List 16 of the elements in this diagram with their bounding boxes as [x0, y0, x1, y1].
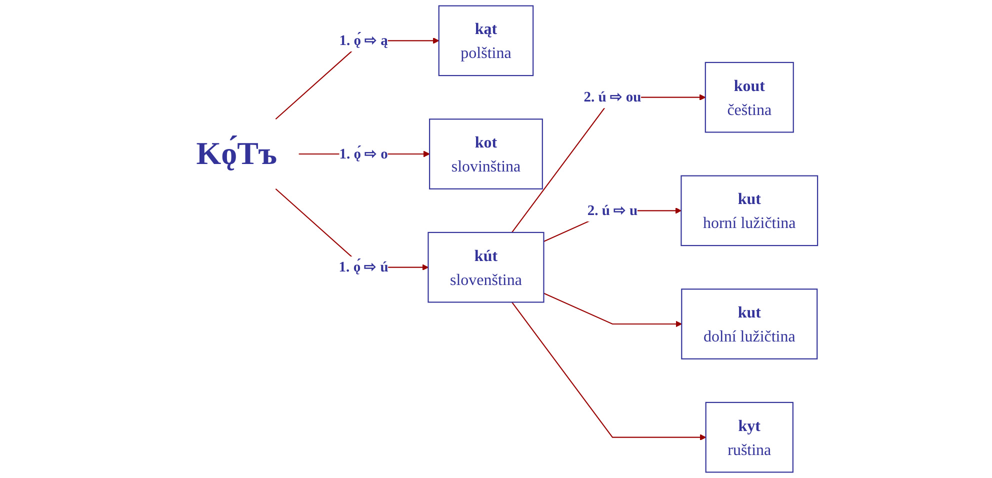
- arrow: [512, 302, 706, 441]
- node-text: Kǫ́Tъ: [196, 136, 278, 172]
- node-box: kut horní lužičtina: [680, 175, 818, 246]
- edge-label: 2. ú ⇨ ou: [584, 89, 642, 106]
- node-box: kút slovenština: [428, 232, 544, 303]
- node-box: kąt polština: [438, 5, 534, 76]
- edge-label: 2. ú ⇨ u: [587, 202, 638, 219]
- arrow: [544, 292, 682, 328]
- edge-label: 1. ǫ́ ⇨ ú: [338, 259, 388, 276]
- edge-label: 1. ǫ́ ⇨ o: [339, 146, 388, 162]
- node-box: kout čeština: [704, 62, 794, 133]
- arrow: [512, 94, 706, 233]
- edge-label: 1. ǫ́ ⇨ ą: [339, 32, 388, 49]
- node-box: kyt ruština: [705, 402, 794, 473]
- node-box: kot slovinština: [429, 118, 543, 190]
- node-box: kut dolní lužičtina: [681, 288, 818, 360]
